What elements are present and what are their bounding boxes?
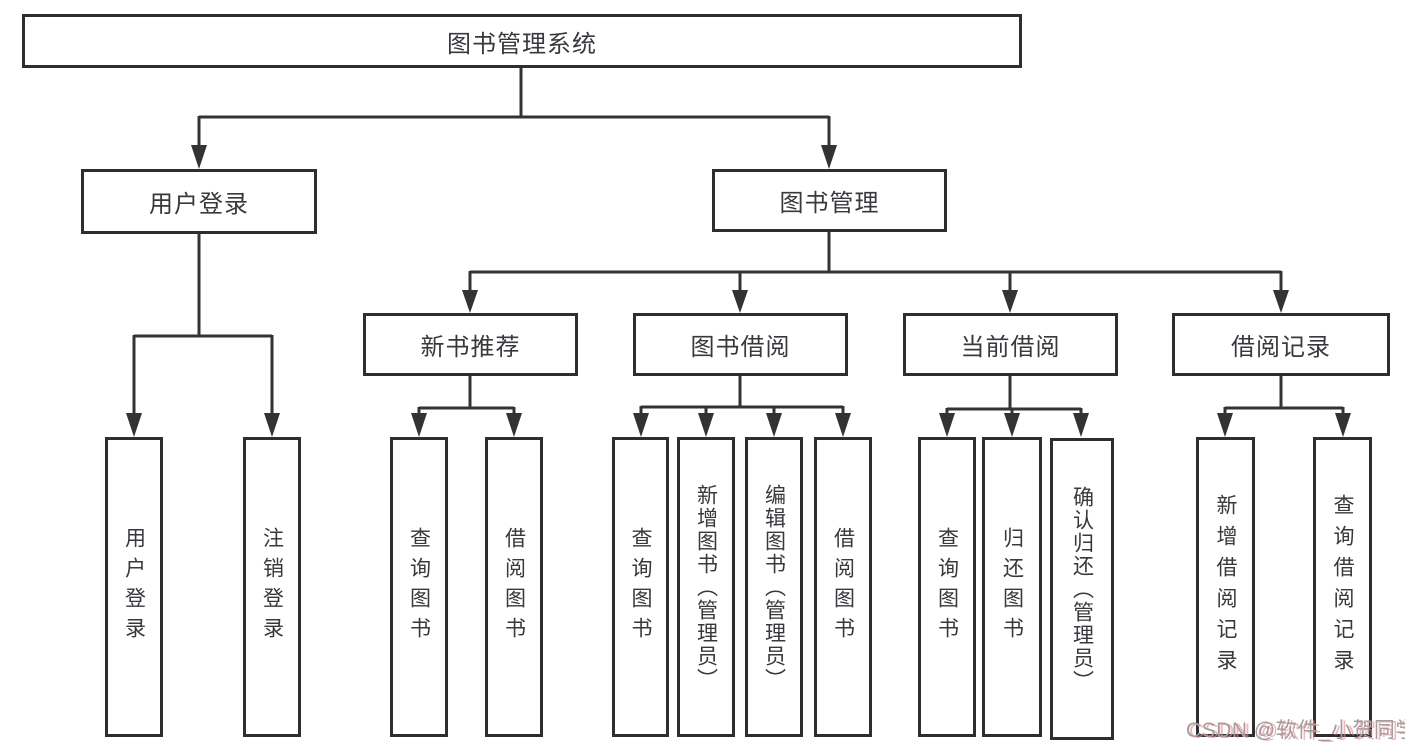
leaf-query-borrow-record-label: 查询借阅记录 <box>1331 494 1354 680</box>
leaf-return-books-label: 归还图书 <box>1000 527 1024 647</box>
leaf-logout-label: 注销登录 <box>260 527 284 647</box>
leaf-recommend-borrow-books-label: 借阅图书 <box>502 527 526 647</box>
node-book-management: 图书管理 <box>712 169 947 232</box>
leaf-add-borrow-record: 新增借阅记录 <box>1196 437 1255 737</box>
leaf-current-query-books: 查询图书 <box>918 437 976 737</box>
connector-arrowheads <box>126 145 1351 437</box>
leaf-query-borrow-record: 查询借阅记录 <box>1313 437 1372 737</box>
leaf-borrowing-query-books-label: 查询图书 <box>629 527 652 647</box>
leaf-return-books: 归还图书 <box>982 437 1042 737</box>
leaf-current-query-books-label: 查询图书 <box>935 527 959 647</box>
node-book-borrowing: 图书借阅 <box>633 313 848 376</box>
leaf-user-login-label: 用户登录 <box>122 527 146 647</box>
node-user-login-label: 用户登录 <box>149 191 249 218</box>
leaf-borrowing-query-books: 查询图书 <box>612 437 669 737</box>
node-root: 图书管理系统 <box>22 14 1022 68</box>
node-user-login: 用户登录 <box>81 169 317 234</box>
leaf-recommend-borrow-books: 借阅图书 <box>485 437 543 737</box>
leaf-add-books-admin: 新增图书（管理员） <box>677 437 735 737</box>
node-root-label: 图书管理系统 <box>447 30 597 58</box>
leaf-borrowing-borrow-books-label: 借阅图书 <box>831 527 855 647</box>
leaf-logout: 注销登录 <box>243 437 301 737</box>
node-new-book-recommend: 新书推荐 <box>363 313 578 376</box>
node-book-management-label: 图书管理 <box>779 190 880 217</box>
watermark: CSDN @软件_小贺同学 <box>1186 719 1405 742</box>
leaf-edit-books-admin-label: 编辑图书（管理员） <box>762 483 786 691</box>
leaf-borrowing-borrow-books: 借阅图书 <box>814 437 872 737</box>
node-book-borrowing-label: 图书借阅 <box>690 334 791 361</box>
leaf-add-books-admin-label: 新增图书（管理员） <box>694 483 718 691</box>
leaf-recommend-query-books: 查询图书 <box>390 437 448 737</box>
leaf-recommend-query-books-label: 查询图书 <box>407 527 431 647</box>
leaf-edit-books-admin: 编辑图书（管理员） <box>745 437 803 737</box>
node-borrow-records-label: 借阅记录 <box>1231 334 1331 361</box>
leaf-confirm-return-admin: 确认归还（管理员） <box>1050 438 1114 740</box>
node-current-borrowing-label: 当前借阅 <box>960 334 1061 361</box>
node-current-borrowing: 当前借阅 <box>903 313 1118 376</box>
node-new-book-recommend-label: 新书推荐 <box>420 334 521 361</box>
node-borrow-records: 借阅记录 <box>1172 313 1390 376</box>
leaf-confirm-return-admin-label: 确认归还（管理员） <box>1070 485 1094 693</box>
leaf-add-borrow-record-label: 新增借阅记录 <box>1214 494 1237 680</box>
leaf-user-login: 用户登录 <box>105 437 163 737</box>
